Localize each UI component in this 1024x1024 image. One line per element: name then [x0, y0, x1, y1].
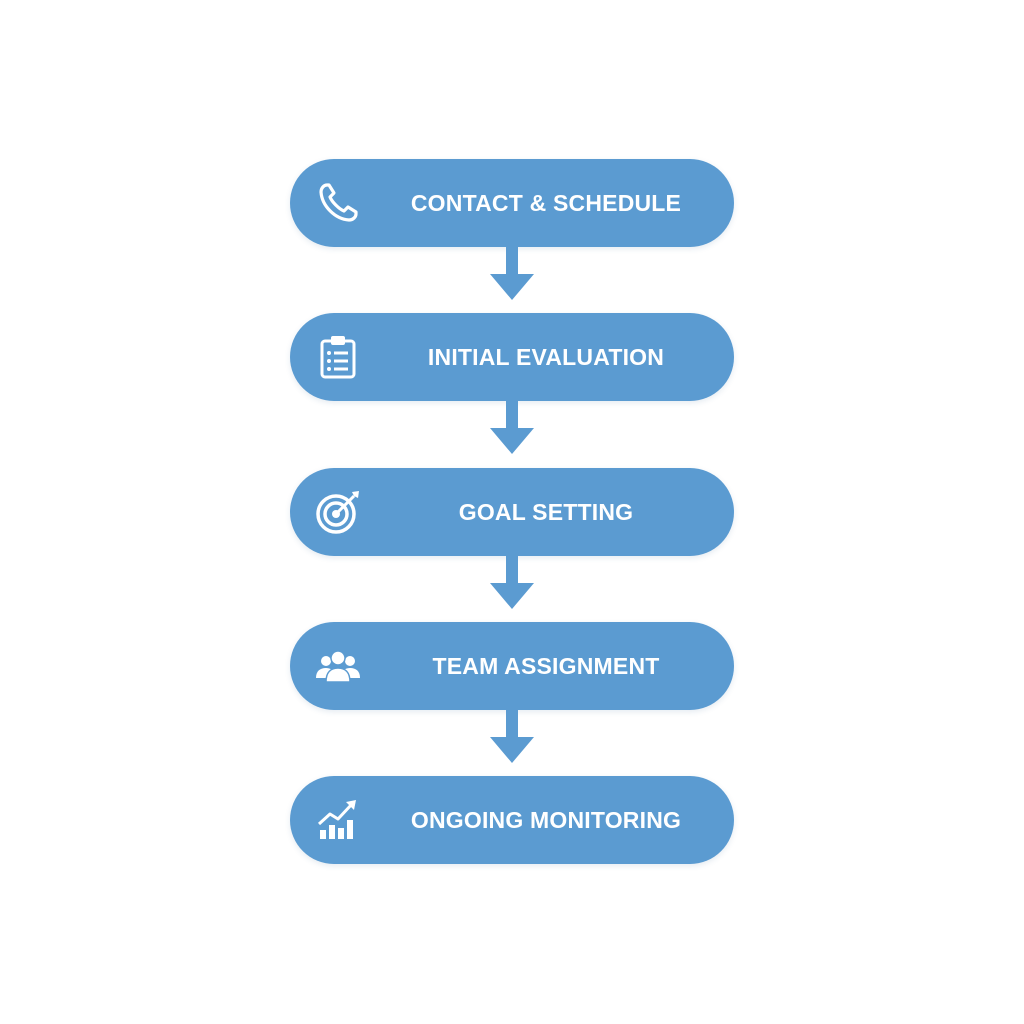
- step-label: GOAL SETTING: [458, 499, 634, 525]
- down-arrow-icon: [488, 709, 536, 765]
- step-label: ONGOING MONITORING: [410, 807, 682, 833]
- step-goal-setting: GOAL SETTING: [290, 468, 734, 556]
- step-team-assignment: TEAM ASSIGNMENT: [290, 622, 734, 710]
- down-arrow-icon: [488, 400, 536, 456]
- step-label: TEAM ASSIGNMENT: [432, 653, 660, 679]
- down-arrow-icon: [488, 555, 536, 611]
- clipboard-icon: [314, 333, 362, 381]
- step-contact-schedule: CONTACT & SCHEDULE: [290, 159, 734, 247]
- step-label: INITIAL EVALUATION: [427, 344, 665, 370]
- step-ongoing-monitoring: ONGOING MONITORING: [290, 776, 734, 864]
- phone-icon: [314, 179, 362, 227]
- target-icon: [314, 488, 362, 536]
- step-label: CONTACT & SCHEDULE: [410, 190, 682, 216]
- step-initial-evaluation: INITIAL EVALUATION: [290, 313, 734, 401]
- team-icon: [314, 642, 362, 690]
- down-arrow-icon: [488, 246, 536, 302]
- growth-chart-icon: [314, 796, 362, 844]
